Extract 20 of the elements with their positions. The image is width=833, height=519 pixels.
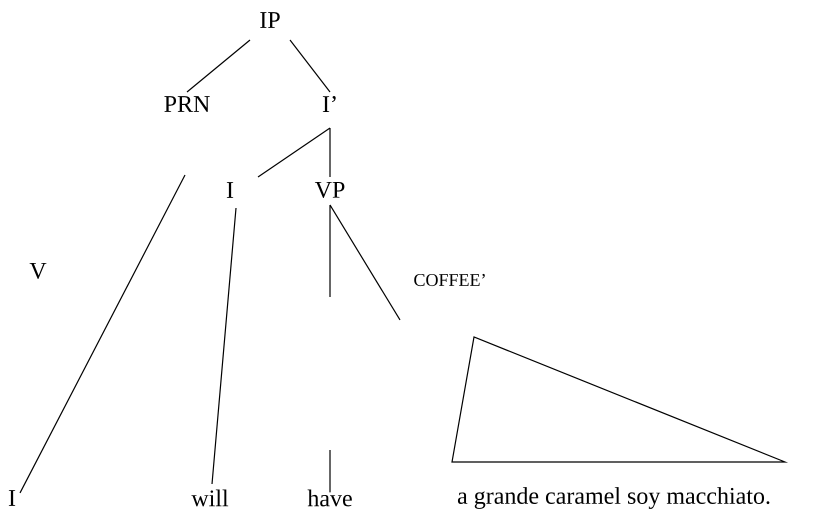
tree-label: V bbox=[30, 262, 46, 280]
word-label: a grande caramel soy macchiato. bbox=[458, 487, 770, 509]
branch-line bbox=[186, 40, 250, 92]
branch-line bbox=[211, 208, 237, 484]
word-label: will bbox=[191, 490, 228, 506]
tree-label: I’ bbox=[322, 96, 336, 112]
tree-label: COFFEE’ bbox=[414, 274, 485, 286]
tree-label: I bbox=[226, 182, 234, 198]
tree-label: VP bbox=[314, 182, 344, 198]
word-label: I bbox=[8, 490, 16, 506]
tree-label: PRN bbox=[164, 96, 210, 112]
branch-line bbox=[329, 450, 331, 492]
branch-line bbox=[19, 174, 186, 494]
branch-line bbox=[330, 204, 401, 320]
branch-line bbox=[329, 128, 331, 177]
branch-line bbox=[258, 128, 330, 178]
branch-line bbox=[329, 205, 331, 297]
tree-label: IP bbox=[260, 12, 280, 28]
word-label: have bbox=[308, 490, 352, 506]
branch-line bbox=[290, 40, 330, 92]
